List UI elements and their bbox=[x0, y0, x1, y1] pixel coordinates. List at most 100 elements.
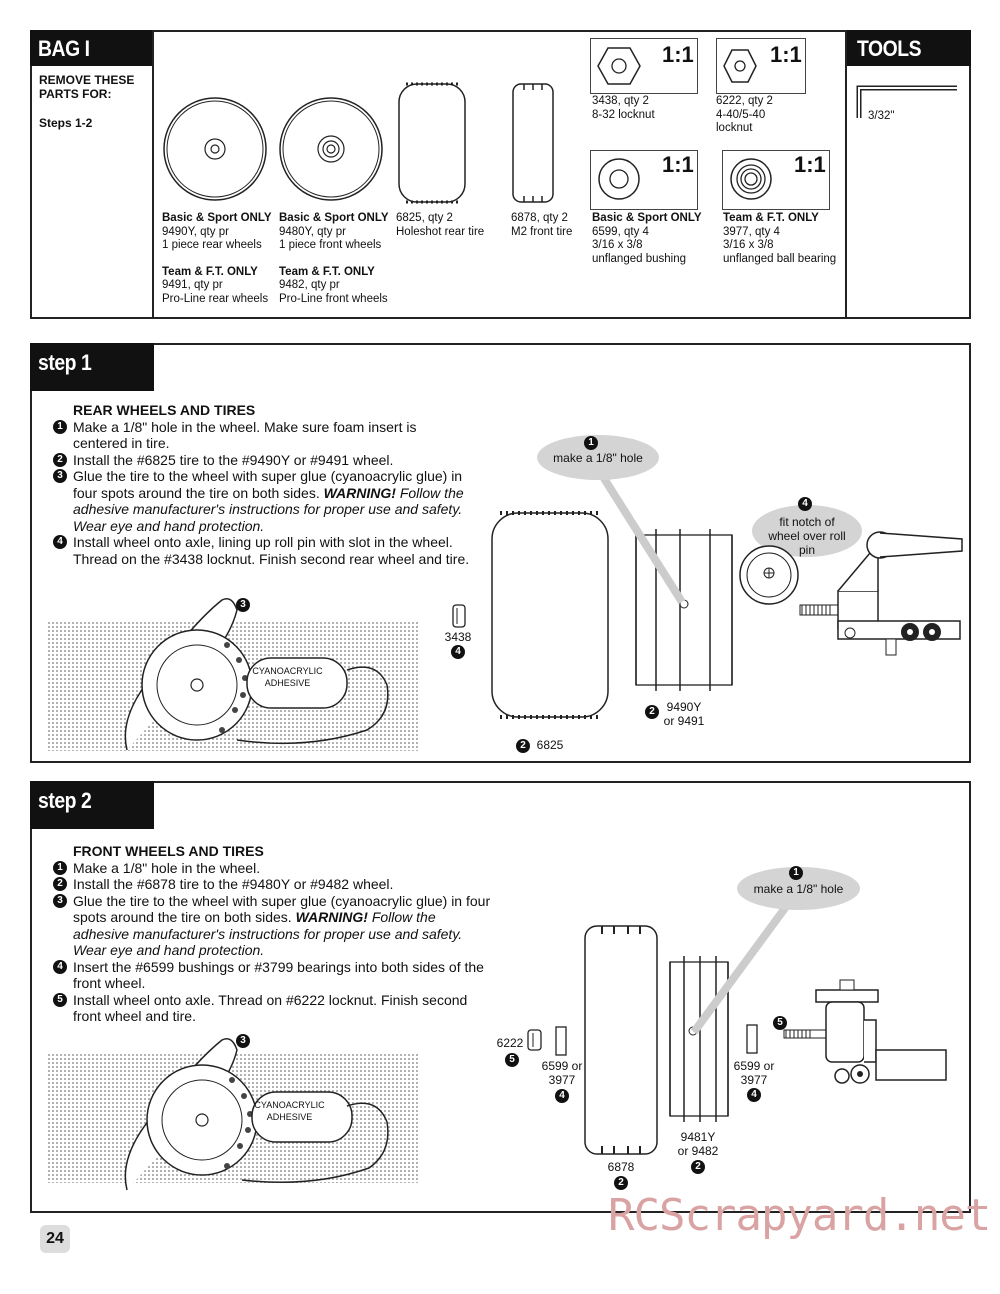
step2-callout-4b-icon: 4 bbox=[747, 1088, 761, 1102]
step1-callout-3-icon: 3 bbox=[236, 598, 250, 612]
part-6222-line3: locknut bbox=[716, 122, 753, 134]
step1-label-3438: 3438 bbox=[444, 630, 472, 644]
front-wheel-icon bbox=[279, 97, 383, 201]
step1-callout-4b-icon: 4 bbox=[798, 497, 812, 511]
step-num-icon: 2 bbox=[53, 877, 67, 891]
step1-callout-1-icon: 1 bbox=[584, 436, 598, 450]
step2-item-2-text: Install the #6878 tire to the #9480Y or … bbox=[73, 876, 394, 892]
part-6222-line1: 6222, qty 2 bbox=[716, 95, 773, 107]
step1-label-6825: 6825 bbox=[536, 738, 564, 752]
step1-callout-2b-icon: 2 bbox=[516, 739, 530, 753]
step2-item-5-text: Install wheel onto axle. Thread on #6222… bbox=[73, 991, 468, 1025]
tools-title: TOOLS USED bbox=[857, 36, 922, 87]
part-6878-line1: 6878, qty 2 bbox=[511, 212, 568, 224]
step1-title: REAR WHEELS AND TIRES bbox=[73, 402, 256, 418]
part-6599-line2: 3/16 x 3/8 bbox=[592, 239, 643, 251]
step1-locknut-icon bbox=[452, 604, 466, 628]
part-6599-head: Basic & Sport ONLY bbox=[592, 212, 702, 224]
step1-item-4: 4 Install wheel onto axle, lining up roll… bbox=[53, 534, 473, 567]
step2-callout-5b-icon: 5 bbox=[773, 1016, 787, 1030]
step1-warning: WARNING! bbox=[323, 484, 396, 501]
page-number: 24 bbox=[40, 1225, 70, 1253]
step2-label-6222: 6222 bbox=[496, 1036, 524, 1050]
part-6222-text: 6222, qty 2 4-40/5-40 locknut bbox=[716, 95, 773, 136]
bag-tab: BAG I bbox=[30, 30, 154, 66]
part-9490-line2: 1 piece rear wheels bbox=[162, 239, 262, 251]
step2-bushing-right-icon bbox=[746, 1024, 758, 1054]
part-6825-line1: 6825, qty 2 bbox=[396, 212, 453, 224]
part-6599-text: Basic & Sport ONLY 6599, qty 4 3/16 x 3/… bbox=[592, 212, 702, 266]
step2-tab-label: step 2 bbox=[38, 788, 92, 813]
bag-title: BAG I bbox=[38, 36, 90, 61]
step-num-icon: 4 bbox=[53, 959, 67, 974]
step-num-icon: 4 bbox=[53, 535, 67, 549]
bushing-icon bbox=[598, 158, 640, 200]
part-9491-line2: Pro-Line rear wheels bbox=[162, 292, 269, 305]
part-6599-line3: unflanged bushing bbox=[592, 252, 686, 265]
tool-label: 3/32" bbox=[868, 110, 895, 122]
step2-callout-pointer bbox=[690, 901, 792, 1035]
locknut-6222-icon bbox=[723, 49, 757, 83]
part-6599-line1: 6599, qty 4 bbox=[592, 225, 649, 238]
part-3977-line1: 3977, qty 4 bbox=[723, 225, 780, 238]
rear-tire-icon bbox=[398, 82, 466, 204]
step-num-icon: 3 bbox=[53, 893, 67, 908]
part-6878-line2: M2 front tire bbox=[511, 225, 573, 238]
step1-item-4-text: Install wheel onto axle, lining up roll … bbox=[73, 534, 470, 567]
step2-front-tire-drawing bbox=[584, 925, 658, 1155]
step1-tab-label: step 1 bbox=[38, 350, 92, 375]
bushing-frame bbox=[590, 150, 698, 210]
step2-glue-illustration bbox=[124, 1038, 389, 1191]
part-3438-text: 3438, qty 2 8-32 locknut bbox=[592, 95, 655, 122]
part-3977-line3: unflanged ball bearing bbox=[723, 252, 837, 265]
hex-wrench-icon bbox=[856, 85, 957, 118]
step1-callout-2a-icon: 2 bbox=[645, 705, 659, 719]
step2-adhesive-label: CYANOACRYLIC ADHESIVE bbox=[254, 1100, 325, 1122]
part-3977-line2: 3/16 x 3/8 bbox=[723, 239, 774, 251]
step2-callout-2b-icon: 2 bbox=[614, 1176, 628, 1190]
step2-callout-3-icon: 3 bbox=[236, 1034, 250, 1048]
step2-label-6878: 6878 bbox=[607, 1160, 635, 1174]
step2-title: FRONT WHEELS AND TIRES bbox=[73, 843, 264, 859]
step-num-icon: 1 bbox=[53, 860, 67, 875]
step1-label-wheel: 9490Y or 9491 bbox=[663, 700, 705, 728]
step1-item-1-text: Make a 1/8" hole in the wheel. Make sure… bbox=[73, 418, 417, 452]
ratio-3438: 1:1 bbox=[662, 42, 694, 67]
step2-label-wheel: 9481Y or 9482 bbox=[677, 1130, 719, 1158]
watermark: RCScrapyard.net bbox=[608, 1190, 991, 1241]
step2-front-wheel-drawing bbox=[669, 956, 729, 1122]
part-9480-line1: 9480Y, qty pr bbox=[279, 225, 346, 238]
step2-item-1-text: Make a 1/8" hole in the wheel. bbox=[73, 859, 261, 876]
step2-callout-1-icon: 1 bbox=[789, 866, 803, 880]
step1-callout-pointer bbox=[596, 470, 686, 605]
step2-item-2: 2 Install the #6878 tire to the #9480Y or… bbox=[53, 876, 513, 893]
step2-warning-text: Follow the adhesive manufacturer's instr… bbox=[73, 909, 463, 958]
step1-hole-callout-text: make a 1/8" hole bbox=[553, 451, 643, 465]
step1-item-2: 2 Install the #6825 tire to the #9490Y or… bbox=[53, 452, 473, 469]
step1-warning-text: Follow the adhesive manufacturer's instr… bbox=[73, 484, 464, 534]
ratio-6599: 1:1 bbox=[662, 152, 694, 177]
part-9482-head: Team & F.T. ONLY bbox=[279, 265, 375, 278]
step2-item-1: 1 Make a 1/8" hole in the wheel. bbox=[53, 860, 513, 877]
locknut-3438-icon bbox=[597, 47, 641, 85]
remove-label: REMOVE THESE PARTS FOR: bbox=[39, 73, 135, 101]
step-num-icon: 5 bbox=[53, 992, 67, 1007]
bearing-icon bbox=[730, 158, 772, 200]
part-9490-text: Basic & Sport ONLY 9490Y, qty pr 1 piece… bbox=[162, 212, 272, 306]
step2-instructions: FRONT WHEELS AND TIRES 1 Make a 1/8" hole… bbox=[53, 843, 513, 1025]
step2-callout-4a-icon: 4 bbox=[555, 1089, 569, 1103]
part-9491-line1: 9491, qty pr bbox=[162, 279, 223, 291]
step2-callout-5a-icon: 5 bbox=[505, 1053, 519, 1067]
step2-label-bushing-right: 6599 or 3977 bbox=[733, 1059, 775, 1087]
bearing-frame bbox=[722, 150, 830, 210]
step-num-icon: 2 bbox=[53, 452, 67, 467]
tools-divider bbox=[845, 30, 847, 319]
step1-item-2-text: Install the #6825 tire to the #9490Y or … bbox=[73, 451, 394, 468]
ratio-3977: 1:1 bbox=[794, 152, 826, 177]
part-6825-text: 6825, qty 2 Holeshot rear tire bbox=[396, 212, 484, 239]
rear-wheel-icon bbox=[163, 97, 267, 201]
